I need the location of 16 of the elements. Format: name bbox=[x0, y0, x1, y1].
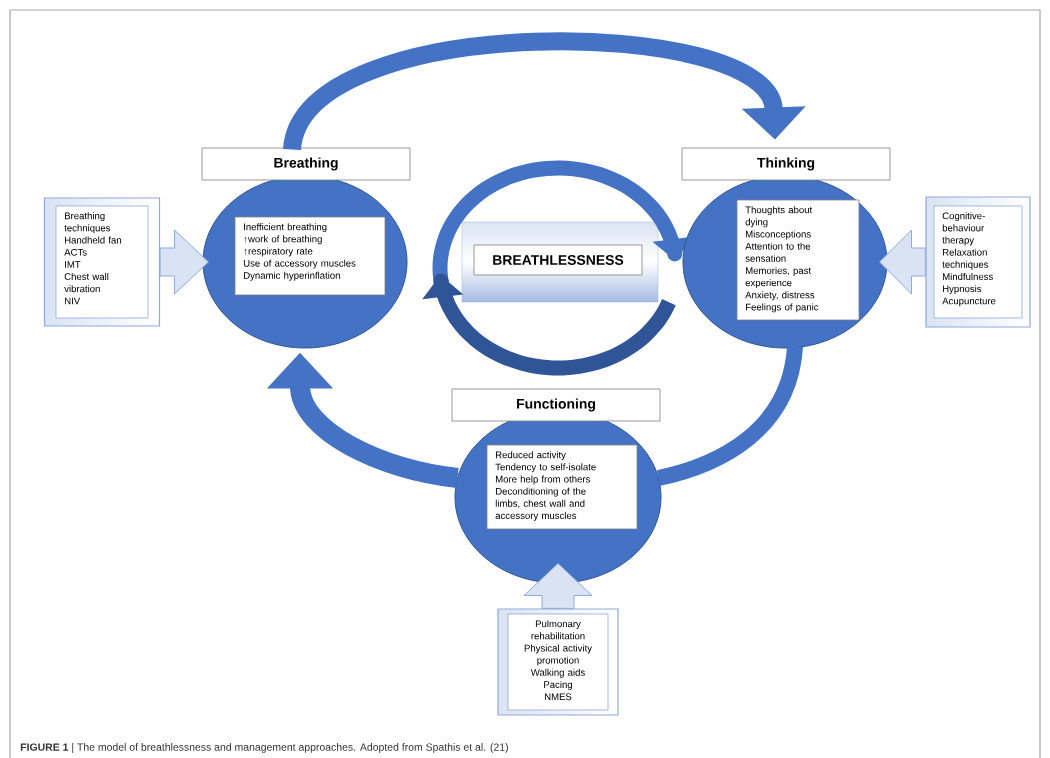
intervention-box: Cognitive-behaviour therapy Relaxation techniques Mindfulness Hypnosis Acupuncture bbox=[925, 196, 1031, 328]
heading-box: Breathing bbox=[201, 147, 411, 181]
curved-band bbox=[656, 345, 803, 486]
intervention-box: Breathing techniques Handheld fan ACTs IMT Chest wall vibration NIV bbox=[43, 197, 161, 327]
heading-box: Functioning bbox=[451, 388, 661, 422]
block-arrow bbox=[159, 229, 209, 295]
text-box: Reduced activity Tendency to self-isolate More help from others Deconditioning of the limbs, chest wall and accessory muscles bbox=[486, 444, 638, 530]
text-box: Inefficient breathing ↑work of breathing ↑respiratory rate Use of accessory muscles Dynamic hyperinflation bbox=[234, 216, 386, 296]
curved-arrow bbox=[283, 32, 806, 153]
intervention-box: Pulmonary rehabilitation Physical activity promotion Walking aids Pacing NMES bbox=[497, 608, 619, 716]
block-arrow bbox=[523, 563, 593, 609]
label-box: BREATHLESSNESS bbox=[473, 244, 643, 276]
text-box: Thoughts about dying Misconceptions Attention to the sensation Memories, past experience Anxiety, distress Feelings of panic bbox=[736, 199, 860, 321]
caption: FIGURE 1 | The model of breathlessness and management approaches. Adopted from Spathis et al. (21) bbox=[20, 743, 508, 753]
block-arrow bbox=[879, 229, 926, 295]
heading-box: Thinking bbox=[681, 147, 891, 181]
